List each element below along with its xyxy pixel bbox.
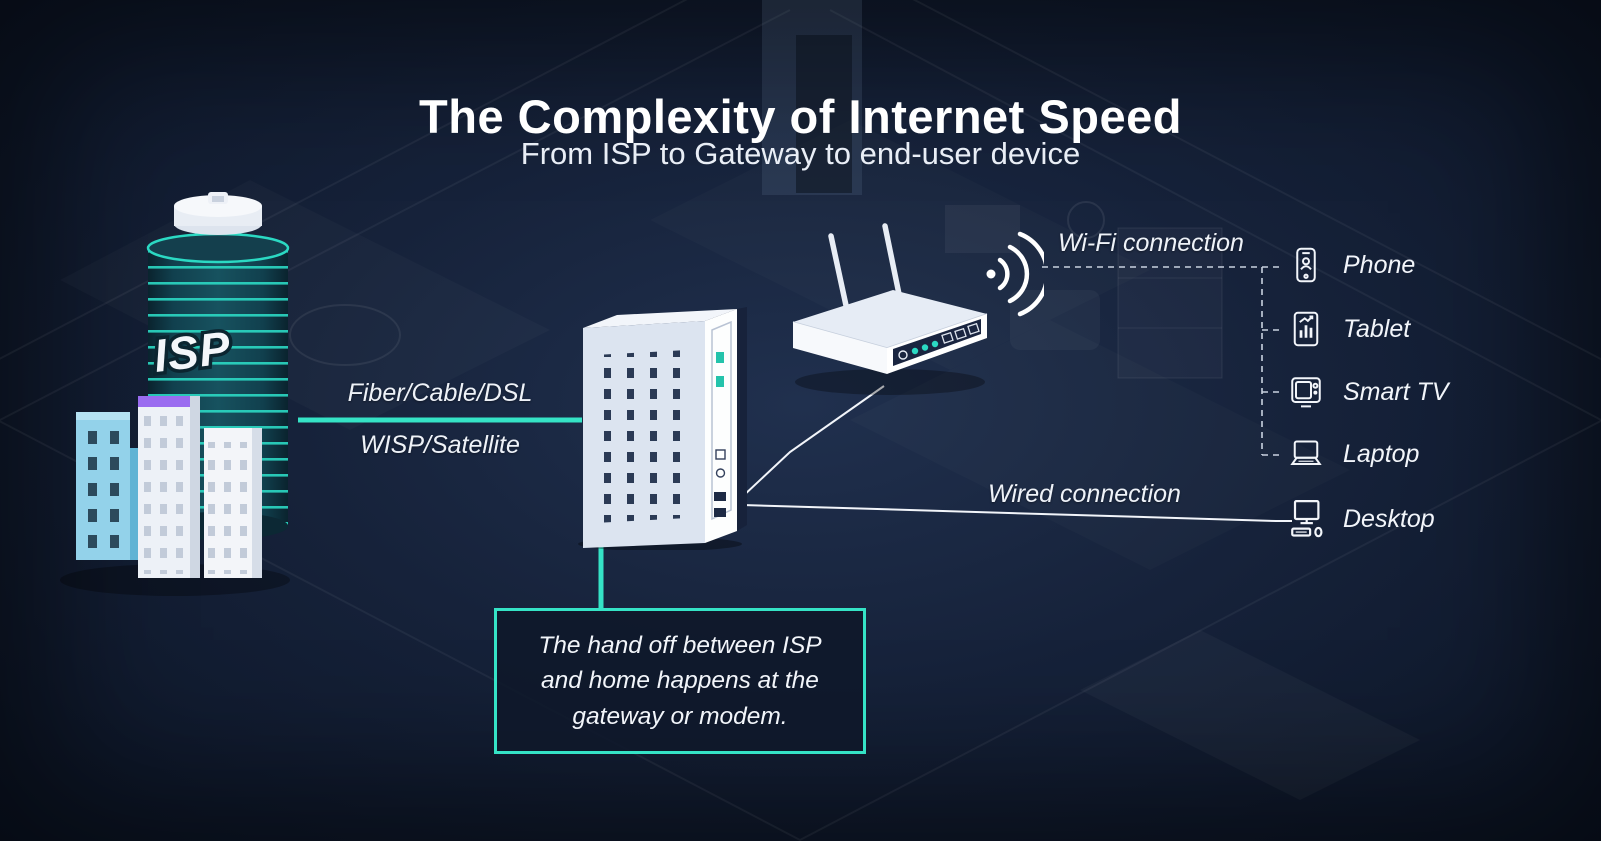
device-label: Phone <box>1343 250 1416 279</box>
modem-status-light <box>716 352 724 363</box>
device-label: Tablet <box>1343 314 1411 343</box>
router-status-light <box>921 344 929 351</box>
wired-connection-label: Wired connection <box>988 480 1181 508</box>
router-status-light <box>911 347 919 355</box>
wifi-dashed-line <box>1042 266 1263 455</box>
wifi-router <box>775 222 1005 407</box>
router-port <box>941 331 954 344</box>
isp-label: ISP <box>151 321 234 382</box>
power-icon <box>898 350 908 360</box>
router-status-light <box>931 340 939 348</box>
wisp-satellite-label: WISP/Satellite <box>360 431 520 459</box>
page-subtitle: From ISP to Gateway to end-user device <box>520 136 1081 171</box>
smart-tv-icon <box>1284 370 1328 414</box>
gateway-callout-box: The hand off between ISP and home happen… <box>494 608 866 754</box>
device-row-phone: Phone <box>1284 243 1415 287</box>
fiber-cable-dsl-label: Fiber/Cable/DSL <box>347 379 533 407</box>
router-port <box>967 322 980 335</box>
device-row-laptop: Laptop <box>1284 432 1419 476</box>
wired-connection-line <box>741 504 1292 522</box>
gateway-callout-text: The hand off between ISP and home happen… <box>538 632 822 730</box>
page-title: The Complexity of Internet Speed <box>419 90 1182 144</box>
modem-port <box>714 508 726 517</box>
device-row-smart-tv: Smart TV <box>1284 370 1449 414</box>
desktop-icon <box>1284 497 1328 541</box>
device-row-desktop: Desktop <box>1284 497 1435 541</box>
tablet-icon <box>1284 307 1328 351</box>
wifi-connection-label: Wi-Fi connection <box>1058 229 1244 257</box>
phone-icon <box>1284 243 1328 287</box>
device-label: Laptop <box>1343 439 1420 468</box>
gateway-modem <box>575 300 750 550</box>
router-antennas <box>828 223 902 313</box>
modem-status-light <box>716 376 724 387</box>
device-label: Smart TV <box>1343 377 1449 406</box>
device-row-tablet: Tablet <box>1284 307 1410 351</box>
modem-port <box>714 492 726 501</box>
router-to-modem-line <box>741 385 885 498</box>
isp-building: ISP <box>60 190 310 600</box>
laptop-icon <box>1284 432 1328 476</box>
device-label: Desktop <box>1343 504 1435 533</box>
wifi-signal-icon <box>984 230 1044 318</box>
city-buildings <box>76 396 262 578</box>
wifi-device-stubs <box>1262 266 1284 456</box>
router-port <box>954 327 967 340</box>
